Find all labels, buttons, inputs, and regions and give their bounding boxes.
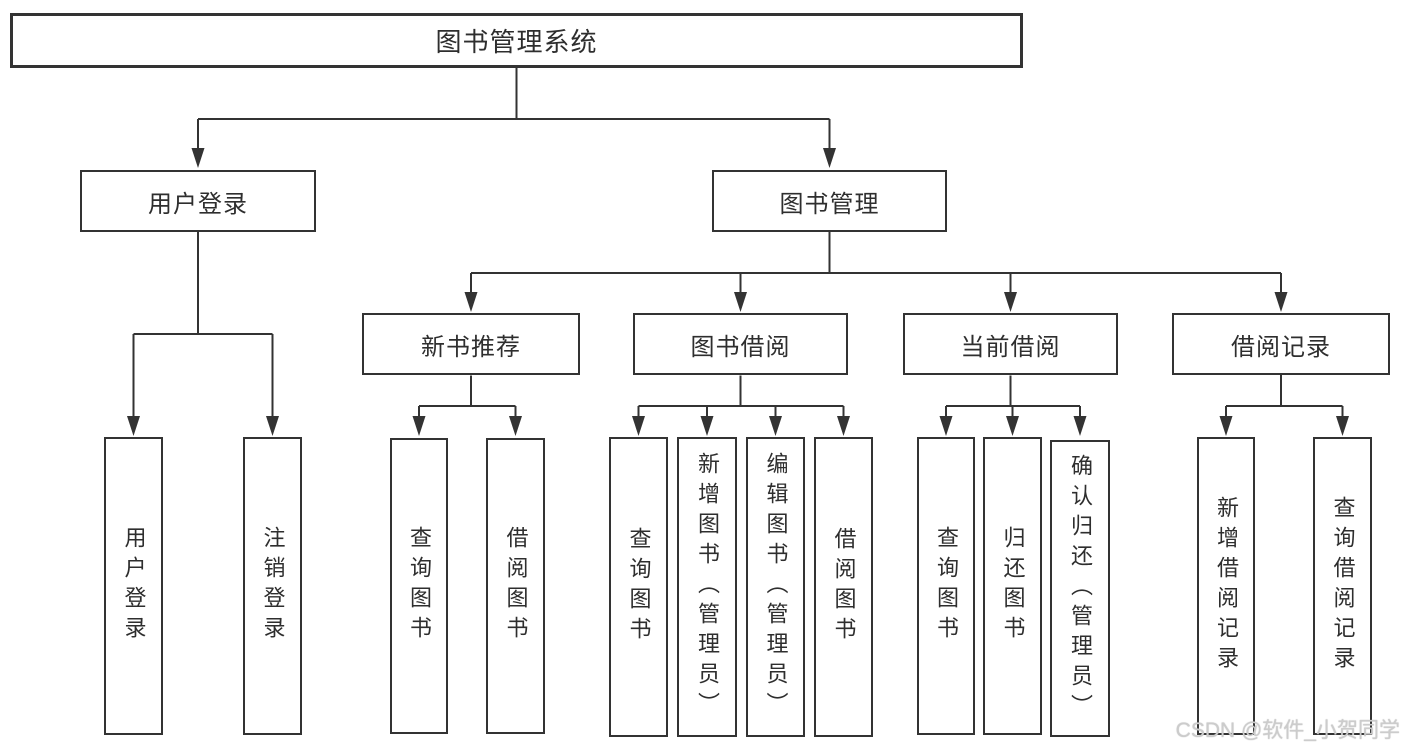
node-label: 新书推荐 <box>421 333 521 361</box>
node-label: 用户登录 <box>148 190 248 218</box>
leaf-label: 归还图书 <box>1000 526 1026 646</box>
watermark: CSDN @软件_小贺同学 <box>1175 719 1400 742</box>
leaf-label: 注销登录 <box>260 526 286 646</box>
leaf-confirm-return-admin: 确认归还（管理员） <box>1050 440 1110 737</box>
leaf-return-book: 归还图书 <box>983 437 1042 735</box>
leaf-label: 查询图书 <box>626 527 652 647</box>
node-label: 图书借阅 <box>690 333 791 361</box>
leaf-logout: 注销登录 <box>243 437 302 735</box>
leaf-query-books-borrow: 查询图书 <box>609 437 668 737</box>
leaf-user-login: 用户登录 <box>104 437 163 735</box>
leaf-label: 用户登录 <box>121 526 147 646</box>
leaf-query-borrow-record: 查询借阅记录 <box>1313 437 1372 735</box>
node-new-book-recommendation: 新书推荐 <box>362 313 580 375</box>
leaf-add-borrow-record: 新增借阅记录 <box>1197 437 1255 735</box>
arrowheads <box>127 148 1349 436</box>
node-label: 图书管理 <box>779 190 880 218</box>
node-label: 借阅记录 <box>1231 333 1331 361</box>
leaf-label: 借阅图书 <box>831 527 857 647</box>
leaf-label: 查询借阅记录 <box>1330 496 1356 676</box>
leaf-label: 新增借阅记录 <box>1214 496 1239 676</box>
leaf-query-books-current: 查询图书 <box>917 437 975 735</box>
node-label: 图书管理系统 <box>435 27 598 57</box>
node-borrowing-records: 借阅记录 <box>1172 313 1390 375</box>
leaf-borrow-books-recommend: 借阅图书 <box>486 438 545 734</box>
node-user-login: 用户登录 <box>80 170 316 232</box>
leaf-edit-book-admin: 编辑图书（管理员） <box>746 437 805 737</box>
node-book-management: 图书管理 <box>712 170 947 232</box>
leaf-label: 查询图书 <box>934 526 959 646</box>
node-label: 当前借阅 <box>960 333 1061 361</box>
leaf-query-books-recommend: 查询图书 <box>390 438 448 734</box>
leaf-label: 借阅图书 <box>503 526 529 646</box>
node-current-borrowing: 当前借阅 <box>903 313 1118 375</box>
leaf-label: 确认归还（管理员） <box>1068 453 1093 724</box>
leaf-borrow-books: 借阅图书 <box>814 437 873 737</box>
node-library-management-system: 图书管理系统 <box>10 13 1023 68</box>
leaf-label: 查询图书 <box>407 526 432 646</box>
leaf-label: 编辑图书（管理员） <box>763 452 789 722</box>
leaf-add-book-admin: 新增图书（管理员） <box>677 437 737 737</box>
leaf-label: 新增图书（管理员） <box>695 452 720 722</box>
node-book-borrowing: 图书借阅 <box>633 313 848 375</box>
